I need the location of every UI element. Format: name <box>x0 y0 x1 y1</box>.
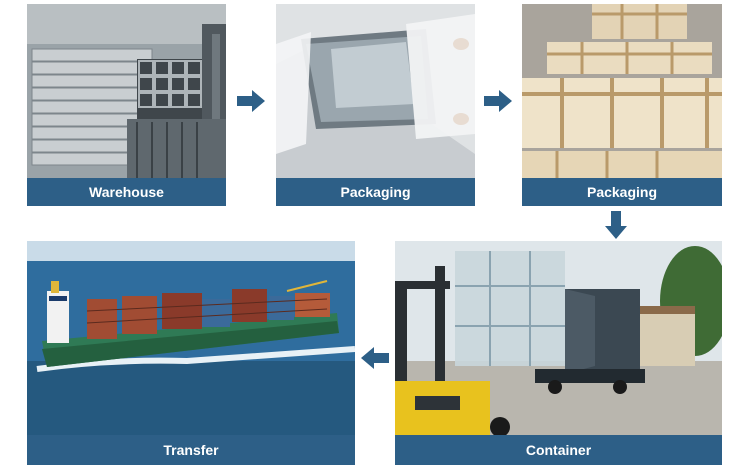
step-label-warehouse: Warehouse <box>27 178 226 206</box>
arrow-left-icon <box>359 347 389 369</box>
step-label-packaging-crates: Packaging <box>522 178 722 206</box>
step-card-warehouse: Warehouse <box>27 4 226 206</box>
step-label-packaging-film: Packaging <box>276 178 475 206</box>
step-card-packaging-crates: Packaging <box>522 4 722 206</box>
container-ship-photo <box>27 241 355 435</box>
step-label-container: Container <box>395 435 722 465</box>
step-card-container: Container <box>395 241 722 465</box>
container-loading-photo <box>395 241 722 435</box>
step-card-packaging-film: Packaging <box>276 4 475 206</box>
warehouse-photo <box>27 4 226 178</box>
arrow-down-icon <box>605 211 627 241</box>
step-label-transfer: Transfer <box>27 435 355 465</box>
arrow-right-icon <box>484 90 514 112</box>
step-card-transfer: Transfer <box>27 241 355 465</box>
arrow-right-icon <box>237 90 267 112</box>
packaging-crates-photo <box>522 4 722 178</box>
packaging-film-photo <box>276 4 475 178</box>
